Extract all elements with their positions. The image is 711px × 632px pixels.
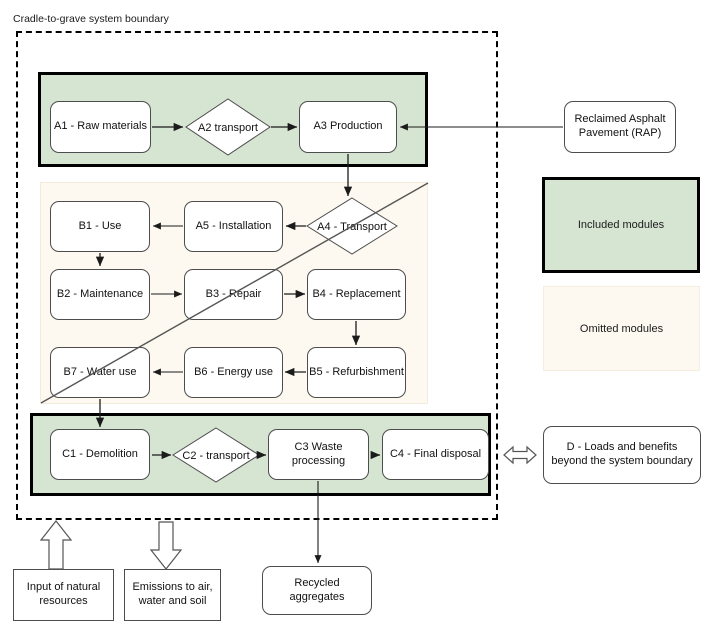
node-b3[interactable]: B3 - Repair (184, 269, 283, 320)
node-b3-label: B3 - Repair (205, 287, 262, 300)
block-arrow-inputs-up (39, 520, 73, 570)
node-a3-label: A3 Production (313, 120, 383, 133)
node-c4-label: C4 - Final disposal (389, 447, 482, 460)
node-a5[interactable]: A5 - Installation (184, 201, 283, 252)
node-a1-label: A1 - Raw materials (54, 120, 147, 133)
node-input-resources[interactable]: Input of natural resources (13, 569, 114, 621)
node-a3[interactable]: A3 Production (299, 101, 397, 153)
node-b1-label: B1 - Use (78, 219, 122, 232)
node-b2[interactable]: B2 - Maintenance (50, 269, 150, 320)
system-boundary (16, 31, 498, 520)
legend-omitted-swatch: Omitted modules (543, 286, 700, 371)
node-b5-label: B5 - Refurbishment (309, 365, 404, 378)
node-b4[interactable]: B4 - Replacement (307, 269, 406, 320)
node-b6-label: B6 - Energy use (194, 365, 273, 378)
node-a1[interactable]: A1 - Raw materials (50, 101, 151, 153)
node-module-d[interactable]: D - Loads and benefits beyond the system… (543, 426, 701, 484)
node-rap-label: Reclaimed Asphalt Pavement (RAP) (574, 113, 666, 139)
node-emissions-label: Emissions to air, water and soil (132, 581, 213, 607)
node-b5[interactable]: B5 - Refurbishment (307, 347, 406, 398)
node-b2-label: B2 - Maintenance (56, 287, 144, 300)
node-recycled-aggregates-label: Recycled aggregates (289, 576, 345, 603)
node-c3[interactable]: C3 Waste processing (268, 429, 369, 480)
legend-included-swatch: Included modules (542, 177, 700, 273)
legend-omitted-label: Omitted modules (579, 322, 664, 335)
node-c1[interactable]: C1 - Demolition (50, 429, 150, 480)
node-c1-label: C1 - Demolition (62, 447, 138, 460)
node-input-resources-label: Input of natural resources (26, 581, 101, 607)
node-a5-label: A5 - Installation (195, 219, 272, 232)
node-c4[interactable]: C4 - Final disposal (382, 429, 489, 480)
node-emissions[interactable]: Emissions to air, water and soil (124, 569, 221, 621)
node-b6[interactable]: B6 - Energy use (184, 347, 283, 398)
node-b7[interactable]: B7 - Water use (50, 347, 150, 398)
node-b4-label: B4 - Replacement (312, 287, 401, 300)
node-rap[interactable]: Reclaimed Asphalt Pavement (RAP) (564, 101, 676, 153)
node-module-d-label: D - Loads and benefits beyond the system… (551, 441, 693, 467)
node-recycled-aggregates[interactable]: Recycled aggregates (262, 566, 372, 615)
node-b1[interactable]: B1 - Use (50, 201, 150, 252)
arrow-double-module-d (503, 445, 537, 465)
node-c3-label: C3 Waste processing (291, 440, 346, 467)
system-boundary-label: Cradle-to-grave system boundary (13, 13, 169, 25)
legend-included-label: Included modules (577, 219, 665, 231)
node-b7-label: B7 - Water use (63, 365, 137, 378)
block-arrow-emissions-down (149, 521, 183, 570)
